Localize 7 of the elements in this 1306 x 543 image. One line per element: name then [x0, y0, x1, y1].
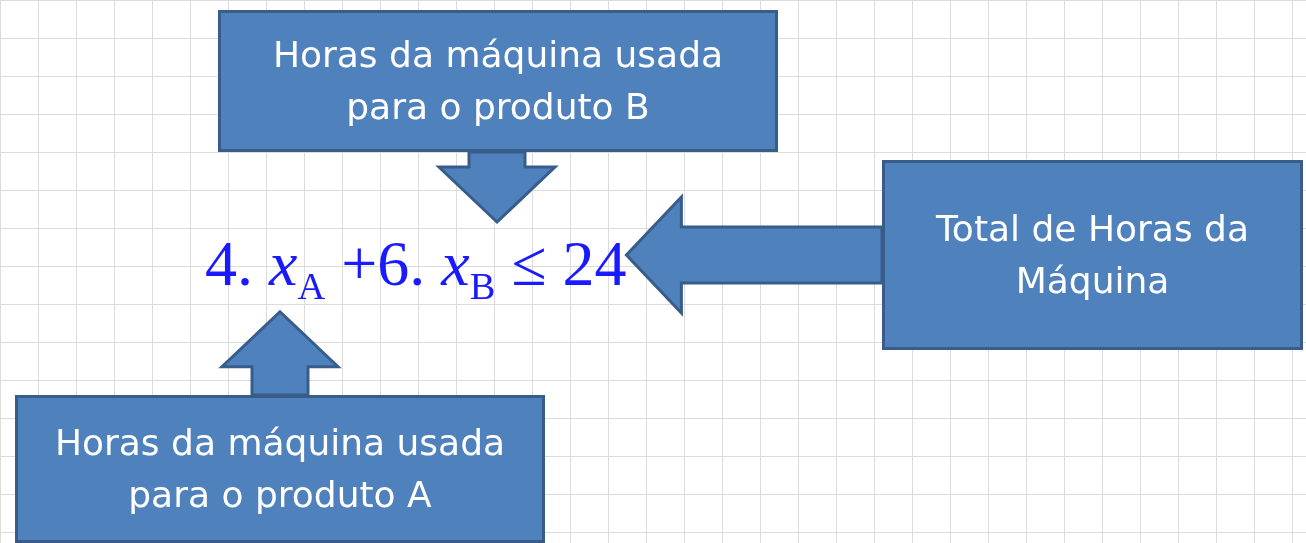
callout-box: Horas da máquina usada para o produto B [218, 10, 778, 152]
formula: 4. x$_{A}$ +6. x$_{B}$ ≤ 24 [205, 222, 627, 312]
callout-box: Horas da máquina usada para o produto A [15, 395, 545, 543]
block-arrow [435, 150, 559, 225]
block-arrow [624, 193, 884, 317]
callout-box: Total de Horas da Máquina [882, 160, 1303, 350]
block-arrow [218, 309, 342, 397]
